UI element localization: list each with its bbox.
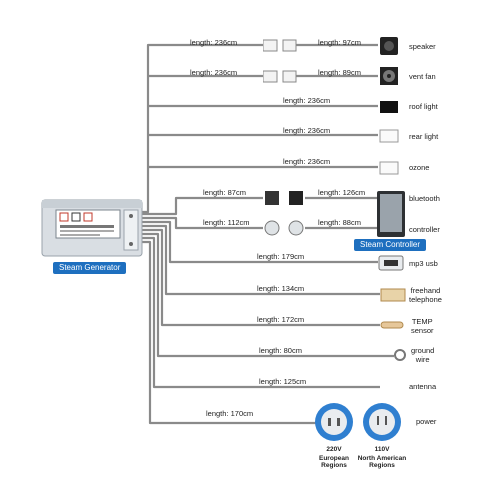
- na-region: North American Regions: [357, 455, 407, 470]
- length-label: length: 89cm: [318, 68, 361, 77]
- device-label-speaker: speaker: [409, 42, 436, 51]
- cable-freehand-telephone: [140, 224, 380, 296]
- ozone-icon: [379, 161, 399, 175]
- eu-plug-icon: [315, 403, 353, 441]
- cable-bluetooth: [140, 196, 378, 216]
- cable-power: [140, 240, 320, 425]
- rear-light-icon: [379, 129, 399, 143]
- device-label-bluetooth: bluetooth: [409, 194, 440, 203]
- speaker-icon: [380, 37, 398, 55]
- device-label-antenna: antenna: [409, 382, 437, 391]
- eu-voltage: 220V: [326, 446, 342, 453]
- ground-ring-icon: [394, 349, 406, 361]
- connector-pair-top: [263, 39, 297, 83]
- length-label: length: 170cm: [206, 409, 254, 418]
- length-label: length: 236cm: [190, 38, 238, 47]
- device-label-rear-light: rear light: [409, 132, 439, 141]
- cable-antenna: [140, 236, 380, 389]
- length-label: length: 179cm: [257, 252, 305, 261]
- device-label-ozone: ozone: [409, 163, 430, 172]
- connector-pair-controller: [264, 191, 304, 236]
- length-label: length: 236cm: [190, 68, 238, 77]
- cable-top-bundle: [140, 43, 184, 214]
- telephone-icon: [380, 288, 406, 302]
- roof-light-icon: [380, 101, 398, 113]
- device-label-vent-fan: vent fan: [409, 72, 436, 81]
- length-label: length: 112cm: [203, 218, 250, 227]
- usb-port-icon: [378, 255, 404, 271]
- length-label: length: 236cm: [283, 157, 331, 166]
- length-label: length: 88cm: [318, 218, 361, 227]
- cable-temp-sensor: [140, 228, 380, 327]
- device-label-ground-wire: ground wire: [411, 346, 435, 364]
- length-label: length: 125cm: [259, 377, 307, 386]
- device-label-controller: controller: [409, 225, 440, 234]
- length-label: length: 236cm: [283, 96, 331, 105]
- steam-generator-tag: Steam Generator: [53, 262, 127, 274]
- length-label: length: 80cm: [259, 346, 302, 355]
- steam-controller-tag: Steam Controller: [354, 239, 427, 251]
- length-label: length: 97cm: [318, 38, 361, 47]
- device-label-roof-light: roof light: [409, 102, 438, 111]
- cable-controller: [140, 216, 378, 230]
- vent-fan-icon: [380, 67, 398, 85]
- device-label-mp3-usb: mp3 usb: [409, 259, 438, 268]
- device-label-power: power: [416, 417, 437, 426]
- length-label: length: 126cm: [318, 188, 366, 197]
- length-label: length: 236cm: [283, 126, 331, 135]
- temp-sensor-icon: [380, 321, 404, 329]
- cable-ground-wire: [140, 232, 394, 358]
- steam-generator-unit: [41, 199, 143, 257]
- device-label-temp-sensor: TEMP sensor: [411, 317, 434, 335]
- steam-controller-icon: [377, 191, 405, 237]
- na-plug-icon: [363, 403, 401, 441]
- na-voltage: 110V: [374, 446, 390, 453]
- length-label: length: 172cm: [257, 315, 305, 324]
- length-label: length: 87cm: [203, 188, 246, 197]
- cable-mp3-usb: [140, 220, 378, 264]
- length-label: length: 134cm: [257, 284, 305, 293]
- device-label-freehand-telephone: freehand telephone: [409, 286, 442, 304]
- eu-region: European Regions: [319, 455, 349, 470]
